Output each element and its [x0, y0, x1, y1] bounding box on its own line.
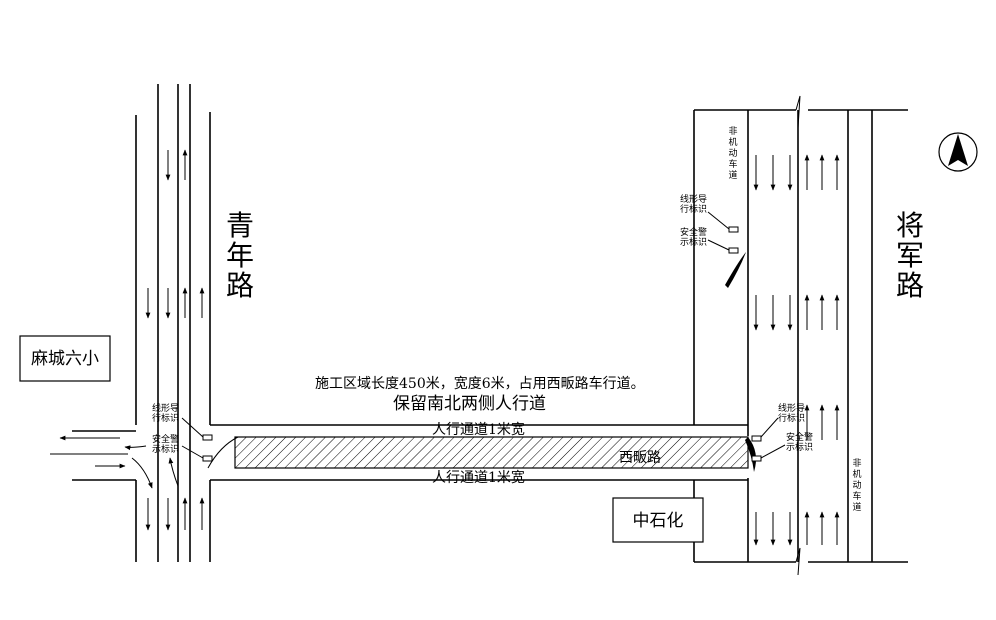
school-box	[19, 335, 111, 382]
guide-sign-label-left: 线形导行标识	[152, 402, 179, 424]
warning-sign-label-right: 安全警示标识	[786, 431, 813, 453]
sign-markers	[181, 211, 786, 462]
qingnian-road	[135, 84, 211, 562]
left-intersection	[50, 430, 179, 489]
guide-sign-label-top: 线形导行标识	[680, 193, 707, 215]
sinopec-label: 中石化	[633, 511, 684, 531]
sidewalk-south-label: 人行通道1米宽	[432, 469, 525, 486]
warning-sign-label-top: 安全警示标识	[680, 226, 707, 248]
taper-left	[207, 436, 239, 469]
construction-note: 施工区域长度450米，宽度6米，占用西畈路车行道。	[315, 375, 645, 392]
jiangjun-road-label: 将军路	[896, 209, 924, 302]
lane-arrows-right	[753, 154, 840, 546]
lane-arrows-left	[145, 149, 205, 531]
keep-sidewalk-note: 保留南北两侧人行道	[393, 394, 546, 414]
qingnian-road-label: 青年路	[226, 209, 254, 302]
taper-right	[745, 437, 756, 472]
non-motor-lane-label-top: 非机动车道	[728, 125, 737, 181]
non-motor-lane-label-bottom: 非机动车道	[852, 457, 861, 513]
xiban-road-label: 西畈路	[619, 450, 661, 466]
construction-zone	[234, 436, 749, 469]
jiangjun-road	[694, 95, 908, 576]
guide-sign-label-right: 线形导行标识	[778, 402, 805, 424]
sidewalk-north-label: 人行通道1米宽	[432, 421, 525, 438]
taper-top	[725, 252, 746, 288]
xiban-road	[210, 110, 749, 562]
warning-sign-label-left: 安全警示标识	[152, 433, 179, 455]
north-arrow-icon	[938, 132, 978, 172]
school-label: 麻城六小	[31, 349, 99, 369]
sinopec-box	[612, 497, 704, 543]
